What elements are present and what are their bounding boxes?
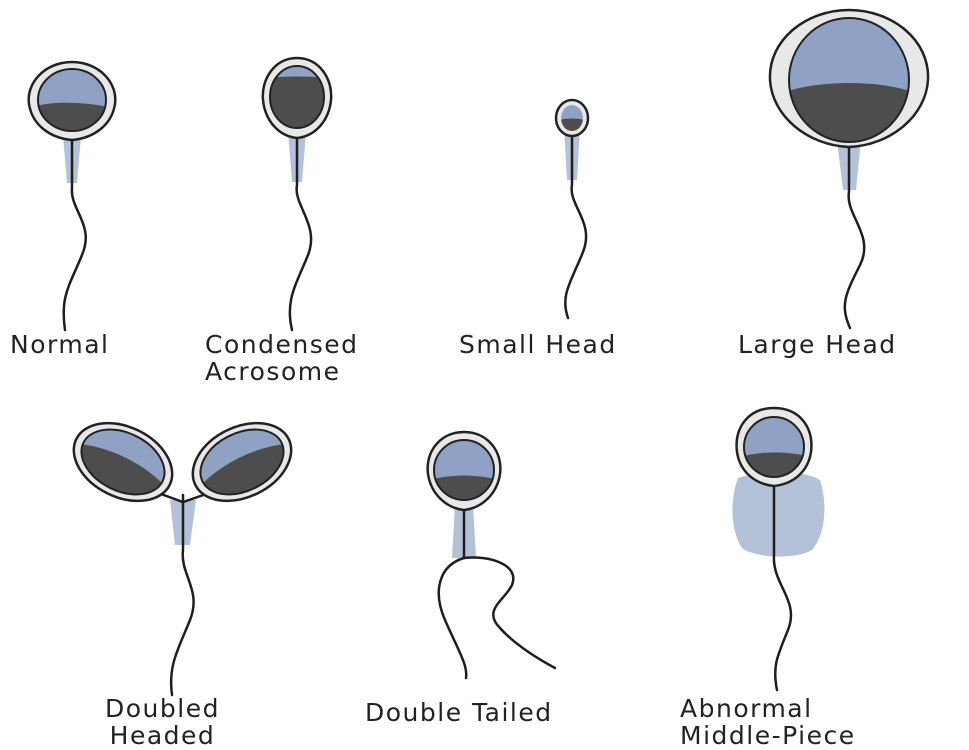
label-abnormal-middle-piece: Abnormal Middle-Piece xyxy=(680,695,856,749)
label-doubled-line1: Doubled xyxy=(105,695,220,722)
left-head xyxy=(59,408,185,521)
label-small-head: Small Head xyxy=(459,331,617,358)
label-large-line1: Large Head xyxy=(738,331,897,358)
label-condensed-line1: Condensed xyxy=(205,331,358,358)
label-normal-line1: Normal xyxy=(10,331,109,358)
label-large-head: Large Head xyxy=(738,331,897,358)
label-doubled-headed: Doubled Headed xyxy=(105,695,220,749)
label-condensed-line2: Acrosome xyxy=(205,358,358,385)
label-condensed-acrosome: Condensed Acrosome xyxy=(205,331,358,385)
tail-right xyxy=(464,557,555,668)
sperm-large-head xyxy=(770,10,928,328)
label-small-line1: Small Head xyxy=(459,331,617,358)
label-double-tailed: Double Tailed xyxy=(365,699,553,726)
sperm-condensed-acrosome xyxy=(263,58,331,330)
label-doubled-line2: Headed xyxy=(105,722,220,749)
sperm-abnormal-middle-piece xyxy=(732,408,824,690)
label-abnormal-line1: Abnormal xyxy=(680,695,856,722)
sperm-double-tailed xyxy=(428,432,555,678)
sperm-doubled-headed xyxy=(59,408,307,695)
nucleus xyxy=(785,83,912,145)
sperm-small-head xyxy=(556,100,588,318)
sperm-normal xyxy=(29,62,116,330)
label-double-tailed-line1: Double Tailed xyxy=(365,699,553,726)
label-normal: Normal xyxy=(10,331,109,358)
right-head xyxy=(180,408,306,521)
label-abnormal-line2: Middle-Piece xyxy=(680,722,856,749)
